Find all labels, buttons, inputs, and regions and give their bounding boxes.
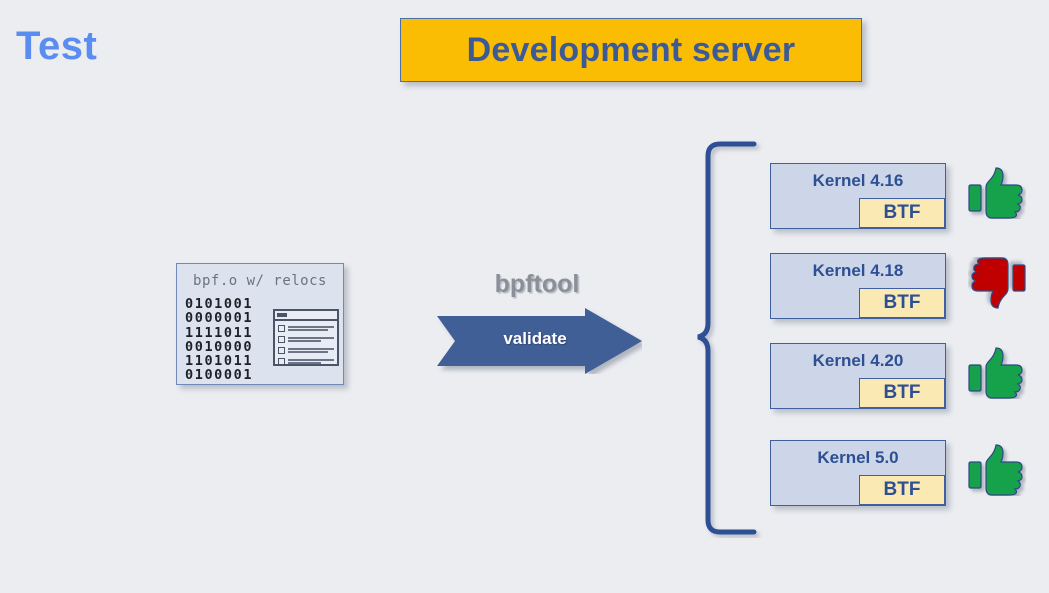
window-dots-icon [277,313,287,317]
btf-label: BTF [883,479,921,500]
kernel-box[interactable]: Kernel 4.20 BTF [770,343,946,409]
thumbs-up-icon [968,167,1023,219]
window-row [278,358,334,365]
grouping-brace [697,141,757,535]
list-window-icon [273,309,339,366]
validate-arrow-group: bpftool validate [437,270,647,380]
kernel-box[interactable]: Kernel 5.0 BTF [770,440,946,506]
thumbs-up-icon [968,444,1023,496]
binary-row: 0101001 [185,296,254,312]
btf-label: BTF [883,202,921,223]
kernel-name: Kernel 4.18 [812,261,904,280]
section-title: Test [16,24,98,68]
binary-row: 0100001 [185,367,254,384]
checkbox-icon [278,325,285,332]
kernel-name: Kernel 4.16 [812,171,904,190]
window-row [278,336,334,343]
thumbs-down-icon [971,257,1026,309]
btf-badge: BTF [859,288,945,318]
btf-label: BTF [883,292,921,313]
kernel-row[interactable]: Kernel 4.16 BTF [770,163,946,229]
kernel-name: Kernel 5.0 [817,448,899,467]
right-arrow-icon [437,308,642,374]
btf-badge: BTF [859,475,945,505]
btf-badge: BTF [859,198,945,228]
window-titlebar [275,311,337,321]
banner: Development server [400,18,862,82]
arrow-tool-label: bpftool [494,270,580,298]
kernel-box[interactable]: Kernel 4.16 BTF [770,163,946,229]
binary-row: 0000001 [185,310,254,327]
kernel-row[interactable]: Kernel 4.20 BTF [770,343,946,409]
btf-label: BTF [883,382,921,403]
window-rows [275,321,337,365]
thumbs-up-icon [968,347,1023,399]
binary-row: 0010000 [185,338,254,355]
banner-title: Development server [466,30,796,69]
kernel-name: Kernel 4.20 [812,351,904,370]
binary-row: 1111011 [185,324,254,341]
object-file-binary: 0101001 0000001 1111011 0010000 1101011 … [185,297,253,383]
kernel-box[interactable]: Kernel 4.18 BTF [770,253,946,319]
kernel-row[interactable]: Kernel 5.0 BTF [770,440,946,506]
btf-badge: BTF [859,378,945,408]
object-file-card: bpf.o w/ relocs 0101001 0000001 1111011 … [176,263,344,385]
window-row [278,325,334,332]
binary-row: 1101011 [185,353,254,370]
checkbox-icon [278,336,285,343]
checkbox-icon [278,358,285,365]
checkbox-icon [278,347,285,354]
kernel-row[interactable]: Kernel 4.18 BTF [770,253,946,319]
window-row [278,347,334,354]
arrow-action-label: validate [503,329,567,348]
object-file-title: bpf.o w/ relocs [193,273,327,289]
